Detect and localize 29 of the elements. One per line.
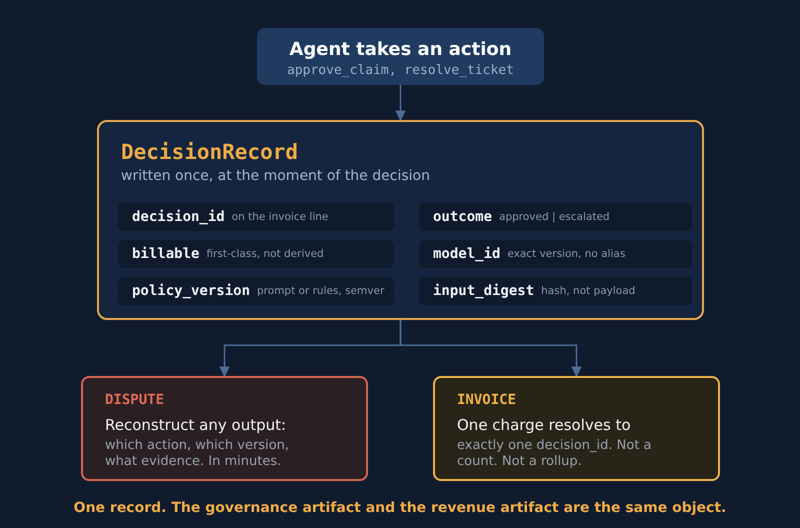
card-statement: Reconstruct any output: bbox=[105, 416, 288, 434]
field-name: decision_id bbox=[132, 209, 225, 225]
field-name: model_id bbox=[433, 246, 500, 262]
field-name: billable bbox=[132, 246, 200, 262]
field-description: approved | escalated bbox=[499, 211, 610, 223]
arrow bbox=[395, 85, 406, 122]
action-box bbox=[257, 28, 544, 85]
caption-text: One record. The governance artifact and the revenue artifact are the same object. bbox=[72, 500, 728, 516]
field-description: first-class, not derived bbox=[206, 248, 324, 260]
arrow bbox=[400, 320, 582, 378]
subheading-text: written once, at the moment of the decision bbox=[121, 168, 431, 184]
card-detail: exactly one decision_id. Not a count. Not a rollup. bbox=[457, 438, 653, 470]
field-description: hash, not payload bbox=[541, 285, 636, 297]
subtitle-text: approve_claim, resolve_ticket bbox=[286, 62, 515, 80]
dispute-card bbox=[81, 376, 368, 481]
field-description: exact version, no alias bbox=[507, 248, 626, 260]
field-name: outcome bbox=[433, 209, 492, 225]
field-name: policy_version bbox=[132, 283, 250, 299]
card-heading: INVOICE bbox=[457, 392, 516, 408]
invoice-card bbox=[433, 376, 720, 481]
card-heading: DISPUTE bbox=[105, 392, 164, 408]
field-description: on the invoice line bbox=[232, 211, 328, 223]
card-detail: which action, which version, what evidence. In minutes. bbox=[105, 438, 290, 470]
heading-text: DecisionRecord bbox=[121, 140, 298, 164]
field-name: input_digest bbox=[433, 283, 534, 299]
card-statement: One charge resolves to bbox=[457, 416, 632, 434]
field-description: prompt or rules, semver bbox=[257, 285, 384, 297]
title-text: Agent takes an action bbox=[288, 40, 513, 60]
record-panel bbox=[97, 120, 704, 320]
